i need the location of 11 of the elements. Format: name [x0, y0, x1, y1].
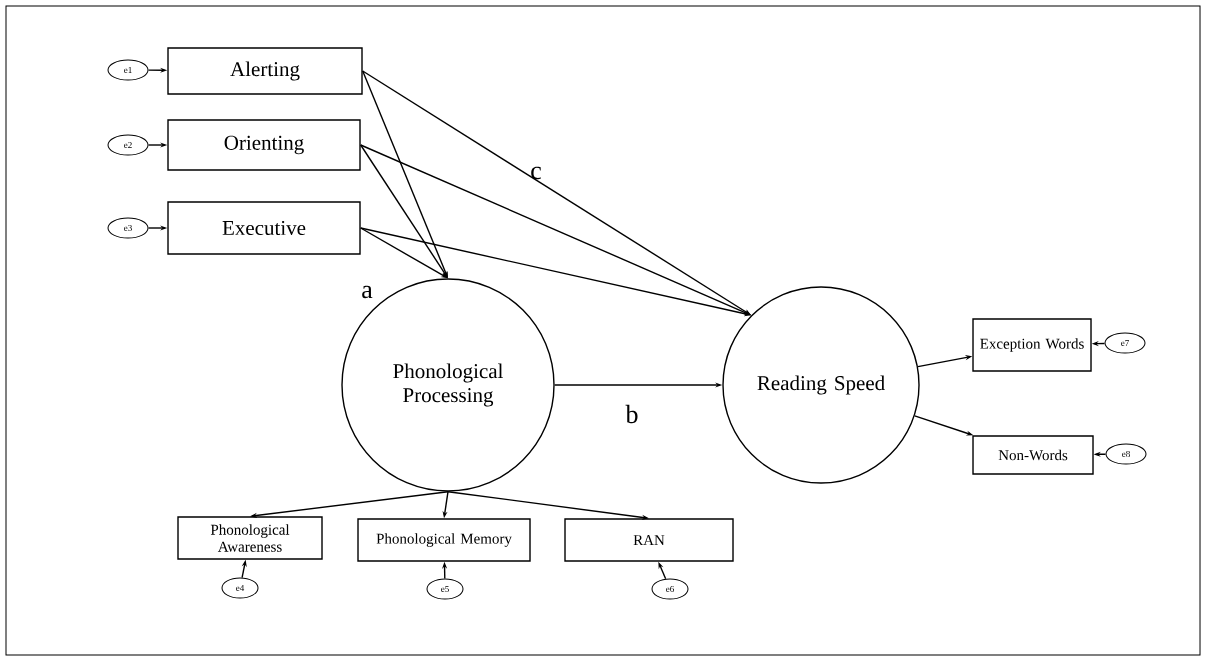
variable-box: Non-Words — [972, 435, 1094, 475]
variable-box: Exception Words — [972, 318, 1092, 372]
variable-box: Executive — [167, 201, 361, 255]
variable-box: Phonological Awareness — [177, 516, 323, 560]
variable-box: RAN — [564, 518, 734, 562]
variable-box: Orienting — [167, 119, 361, 171]
variable-box: Alerting — [167, 47, 363, 95]
path-label: b — [625, 404, 638, 424]
variable-box: Phonological Memory — [357, 518, 531, 562]
path-label: a — [362, 285, 373, 299]
path-label: c — [531, 166, 541, 180]
